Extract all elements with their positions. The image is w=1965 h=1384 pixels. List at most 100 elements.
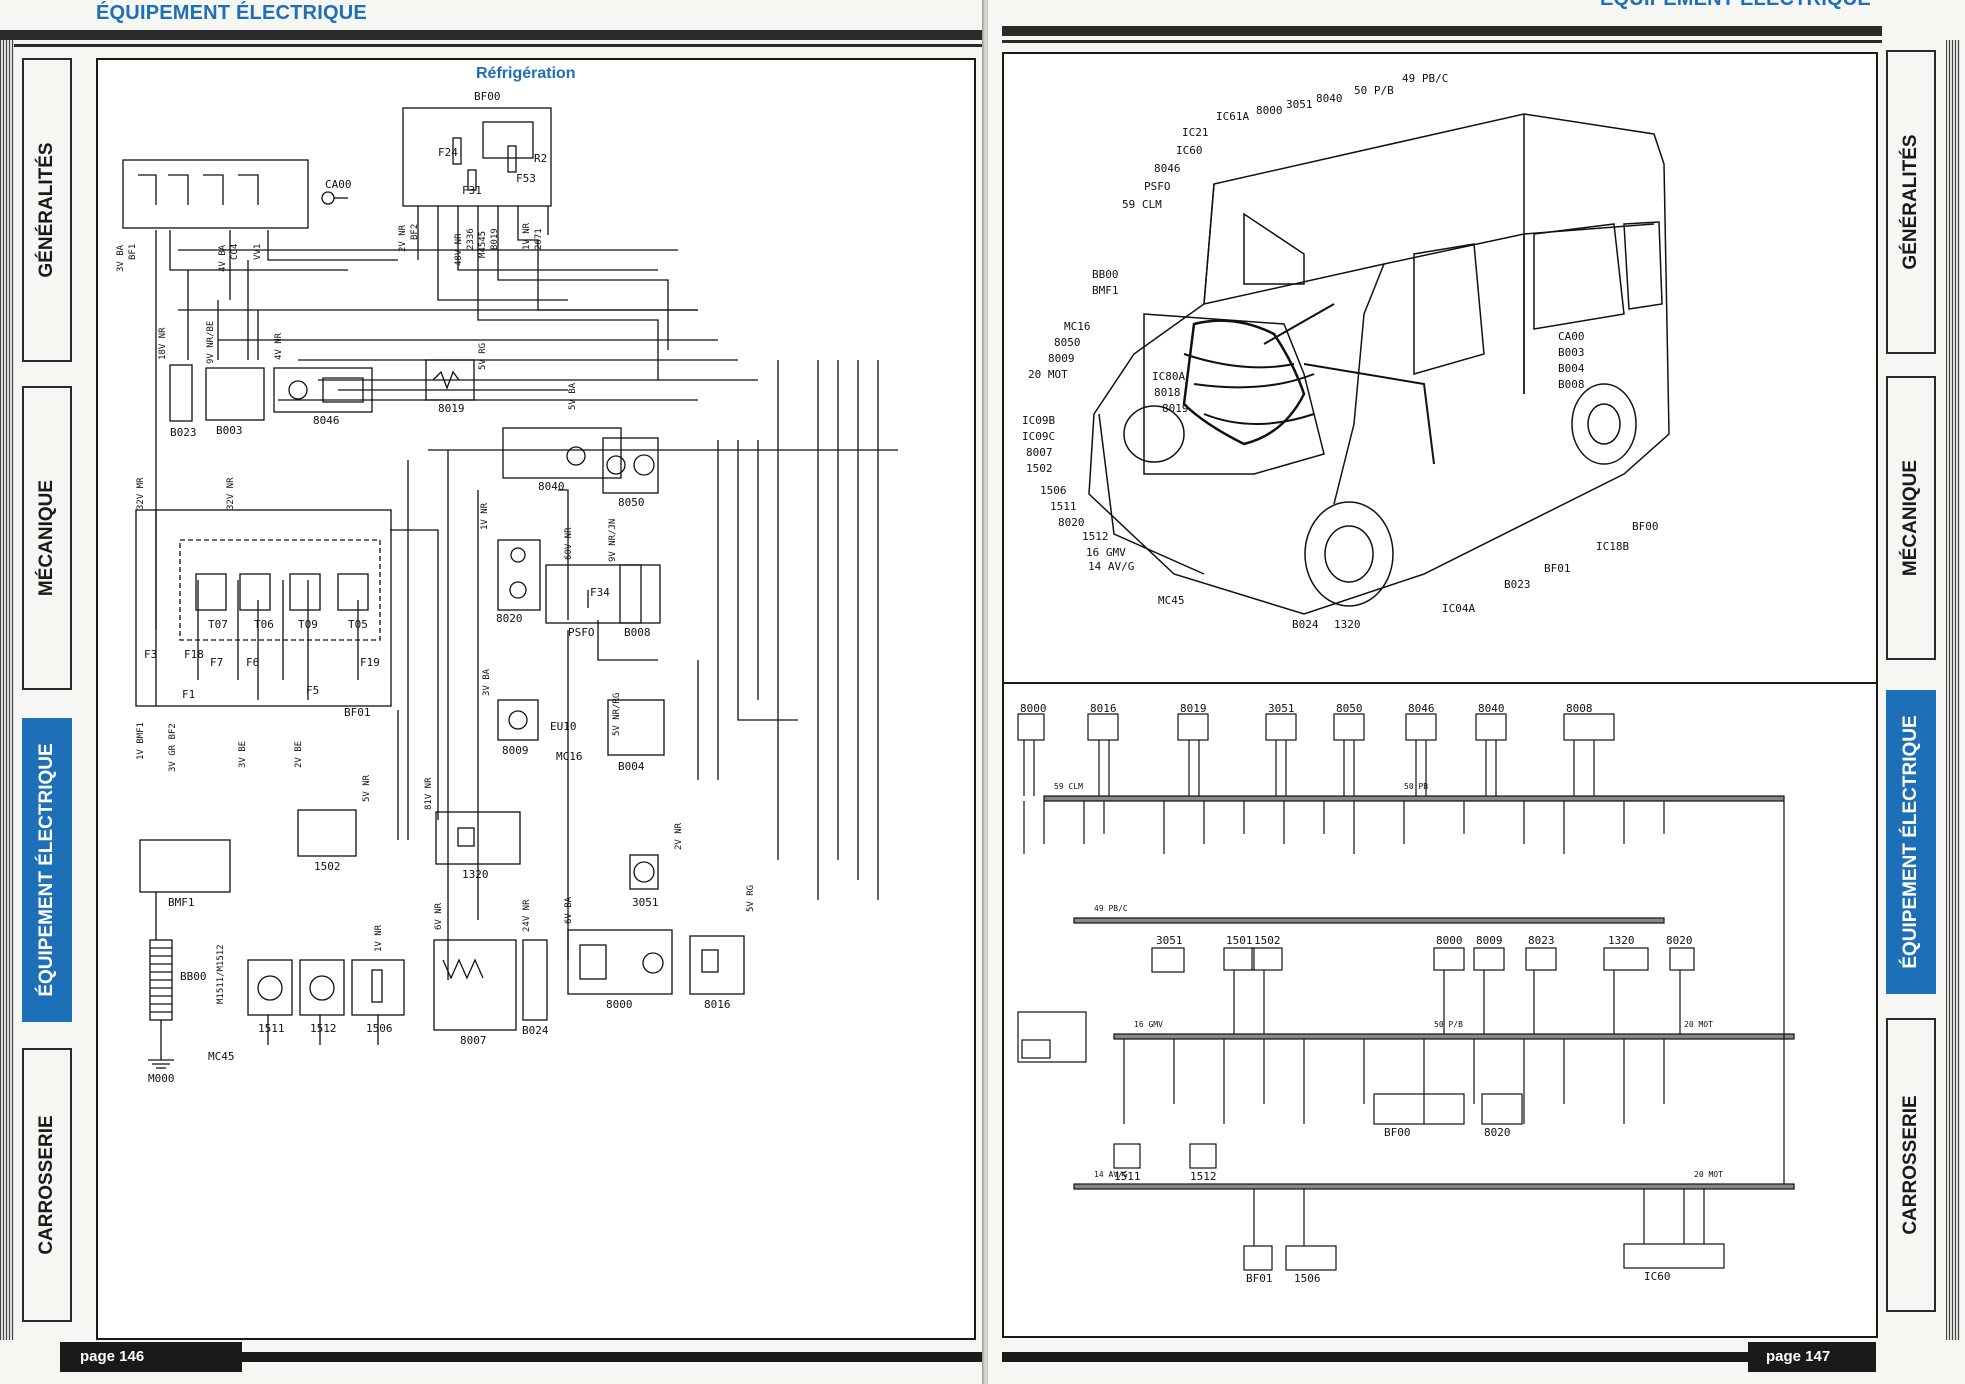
book-gutter (982, 0, 990, 1384)
wire-label: 3V BA (482, 668, 492, 696)
footer-bar (1002, 1352, 1748, 1362)
wire-label: M1511/M1512 (216, 944, 226, 1004)
wire-label: 6V NR (434, 902, 444, 930)
label-8050: 8050 (618, 496, 645, 509)
left-page: ÉQUIPEMENT ÉLECTRIQUE GÉNÉRALITÉS MÉCANI… (0, 2, 985, 1372)
harness-label: 8016 (1090, 702, 1117, 715)
header-bar (0, 30, 985, 40)
callout: IC09B (1022, 414, 1056, 427)
callout: MC16 (1064, 320, 1091, 333)
harness-label: 8040 (1478, 702, 1505, 715)
bmf1-box (139, 839, 231, 893)
label-r2: R2 (534, 152, 548, 165)
callout: B003 (1558, 346, 1585, 359)
callout: 8018 (1154, 386, 1181, 399)
harness-label: 8008 (1566, 702, 1593, 715)
label-bmf1: BMF1 (168, 896, 195, 909)
label-mc16: MC16 (556, 750, 583, 763)
tab-generalites[interactable]: GÉNÉRALITÉS (22, 58, 72, 362)
tab-generalites[interactable]: GÉNÉRALITÉS (1886, 50, 1936, 354)
wire-label: 4V BA (218, 244, 228, 272)
bus-label: 16 GMV (1134, 1020, 1163, 1029)
harness-label: 8050 (1336, 702, 1363, 715)
callout: 8040 (1316, 92, 1343, 105)
wire-label: 1V NR (374, 924, 384, 952)
label-b008: B008 (624, 626, 651, 639)
harness-label: 1502 (1254, 934, 1281, 947)
tab-carrosserie[interactable]: CARROSSERIE (1886, 1018, 1936, 1312)
label-ca00: CA00 (325, 178, 352, 191)
wire-label: 3V BE (238, 740, 248, 768)
label-8007: 8007 (460, 1034, 487, 1047)
callout: 8000 (1256, 104, 1283, 117)
callout: IC04A (1442, 602, 1476, 615)
callout: 49 PB/C (1402, 72, 1449, 85)
label-bf01: BF01 (344, 706, 371, 719)
bus-label: 14 AV/G (1094, 1170, 1128, 1179)
callout: 8009 (1048, 352, 1075, 365)
label-f7: F7 (210, 656, 224, 669)
callout: IC09C (1022, 430, 1056, 443)
harness-label: 8019 (1180, 702, 1207, 715)
callout: IC60 (1176, 144, 1203, 157)
refrigeration-schematic (122, 107, 898, 1069)
callout: 16 GMV (1086, 546, 1126, 559)
wire-label: 2V BE (294, 740, 304, 768)
label-f1: F1 (182, 688, 196, 701)
label-b003: B003 (216, 424, 243, 437)
callout: 8046 (1154, 162, 1181, 175)
callout: B008 (1558, 378, 1585, 391)
callout: 20 MOT (1028, 368, 1068, 381)
page-edge-stripes (1946, 40, 1960, 1340)
tab-mecanique[interactable]: MÉCANIQUE (1886, 376, 1936, 660)
wire-label: 6V BA (564, 896, 574, 924)
wire-label: VV1 (253, 243, 263, 260)
wire-label: M4545 (478, 230, 488, 258)
footer-bar (242, 1352, 982, 1362)
wire-label: 60V NR (564, 527, 574, 560)
label-1506: 1506 (366, 1022, 393, 1035)
tab-equipement-electrique[interactable]: ÉQUIPEMENT ÉLECTRIQUE (1886, 690, 1936, 994)
label-8019: 8019 (438, 402, 465, 415)
callout: IC80A (1152, 370, 1186, 383)
right-page: ÉQUIPEMENT ÉLECTRIQUE GÉNÉRALITÉS MÉCANI… (988, 0, 1965, 1384)
label-bf00: BF00 (474, 90, 501, 103)
header-rule (1002, 40, 1882, 43)
callout: BF00 (1632, 520, 1659, 533)
bf01-box (135, 509, 392, 707)
callout: 1506 (1040, 484, 1067, 497)
tab-carrosserie[interactable]: CARROSSERIE (22, 1048, 72, 1322)
label-8046: 8046 (313, 414, 340, 427)
harness-label: 8000 (1436, 934, 1463, 947)
callout: MC45 (1158, 594, 1185, 607)
label-8016: 8016 (704, 998, 731, 1011)
label-3051: 3051 (632, 896, 659, 909)
bus-label: 50 P/B (1434, 1020, 1463, 1029)
wire-label: BF2 (410, 223, 420, 240)
label-t06: T06 (254, 618, 274, 631)
wire-label: BF1 (128, 243, 138, 260)
harness-label: 8046 (1408, 702, 1435, 715)
harness-label: 3051 (1268, 702, 1295, 715)
label-t07: T07 (208, 618, 228, 631)
label-f53: F53 (516, 172, 536, 185)
label-1502: 1502 (314, 860, 341, 873)
wire-label: 4V NR (274, 332, 284, 360)
wire-label: 5V RG (478, 342, 488, 370)
callout: 14 AV/G (1088, 560, 1135, 573)
label-1320: 1320 (462, 868, 489, 881)
tab-mecanique[interactable]: MÉCANIQUE (22, 386, 72, 690)
label-t05: T05 (348, 618, 368, 631)
label-1511: 1511 (258, 1022, 285, 1035)
tab-equipement-electrique[interactable]: ÉQUIPEMENT ÉLECTRIQUE (22, 718, 72, 1022)
callout: 50 P/B (1354, 84, 1394, 97)
label-f34: F34 (590, 586, 610, 599)
harness-diagram-frame: 8000 8016 8019 3051 8050 8046 8040 8008 … (1002, 682, 1878, 1338)
label-8009: 8009 (502, 744, 529, 757)
diagram-title: Réfrigération (476, 65, 576, 82)
label-8020: 8020 (496, 612, 523, 625)
harness-label: 1501 (1226, 934, 1253, 947)
section-header: ÉQUIPEMENT ÉLECTRIQUE (96, 2, 367, 24)
wire-label: 1V NR (522, 222, 532, 250)
wire-label: 48V NR (454, 233, 464, 266)
